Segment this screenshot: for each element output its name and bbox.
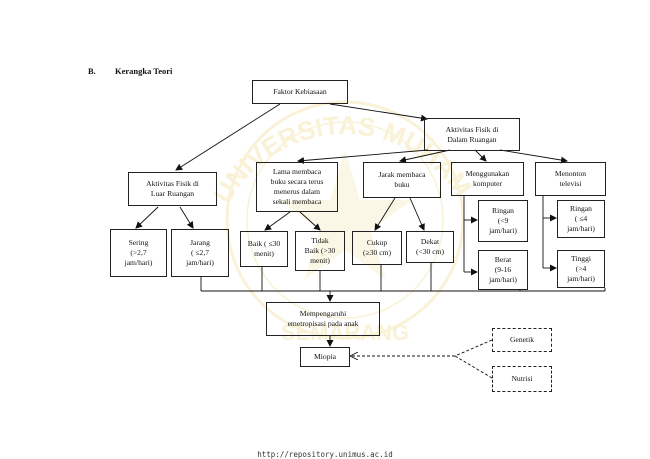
node-cukup: Cukup (≥30 cm) xyxy=(352,231,402,265)
node-faktor-kebiasaan: Faktor Kebiasaan xyxy=(252,80,348,104)
node-genetik: Genetik xyxy=(492,328,552,352)
node-ringan-televisi: Ringan ( ≤4 jam/hari) xyxy=(557,200,605,238)
node-lama-membaca: Lama membaca buku secara terus menerus d… xyxy=(256,162,338,212)
node-nutrisi: Nutrisi xyxy=(492,366,552,392)
node-dekat: Dekat (<30 cm) xyxy=(406,231,454,263)
node-jarak-membaca: Jarak membaca buku xyxy=(363,162,441,198)
node-baik: Baik ( ≤30 menit) xyxy=(240,231,288,267)
node-menggunakan-komputer: Menggunakan komputer xyxy=(451,162,524,196)
node-jarang: Jarang ( ≤2,7 jam/hari) xyxy=(171,229,229,277)
repository-footer-url[interactable]: http://repository.unimus.ac.id xyxy=(257,450,393,459)
node-sering: Sering (>2,7 jam/hari) xyxy=(110,229,167,277)
watermark-bottom-text: SEMARANG xyxy=(281,320,409,345)
node-aktivitas-dalam: Aktivitas Fisik di Dalam Ruangan xyxy=(424,118,520,151)
node-mempengaruhi-emetropisasi: Mempengaruhi emetropisasi pada anak xyxy=(266,302,380,336)
node-ringan-komputer: Ringan (<9 jam/hari) xyxy=(478,200,528,242)
section-heading: B. Kerangka Teori xyxy=(88,66,172,76)
node-menonton-televisi: Menonton televisi xyxy=(535,162,606,196)
section-title: Kerangka Teori xyxy=(115,66,173,76)
node-aktivitas-luar: Aktivitas Fisik di Luar Ruangan xyxy=(128,172,217,206)
node-tidak-baik: Tidak Baik (>30 menit) xyxy=(295,231,345,271)
section-number: B. xyxy=(88,66,96,76)
node-berat-komputer: Berat (9-16 jam/hari) xyxy=(478,250,528,290)
node-tinggi-televisi: Tinggi (>4 jam/hari) xyxy=(557,250,605,288)
node-miopia: Miopia xyxy=(300,347,350,367)
